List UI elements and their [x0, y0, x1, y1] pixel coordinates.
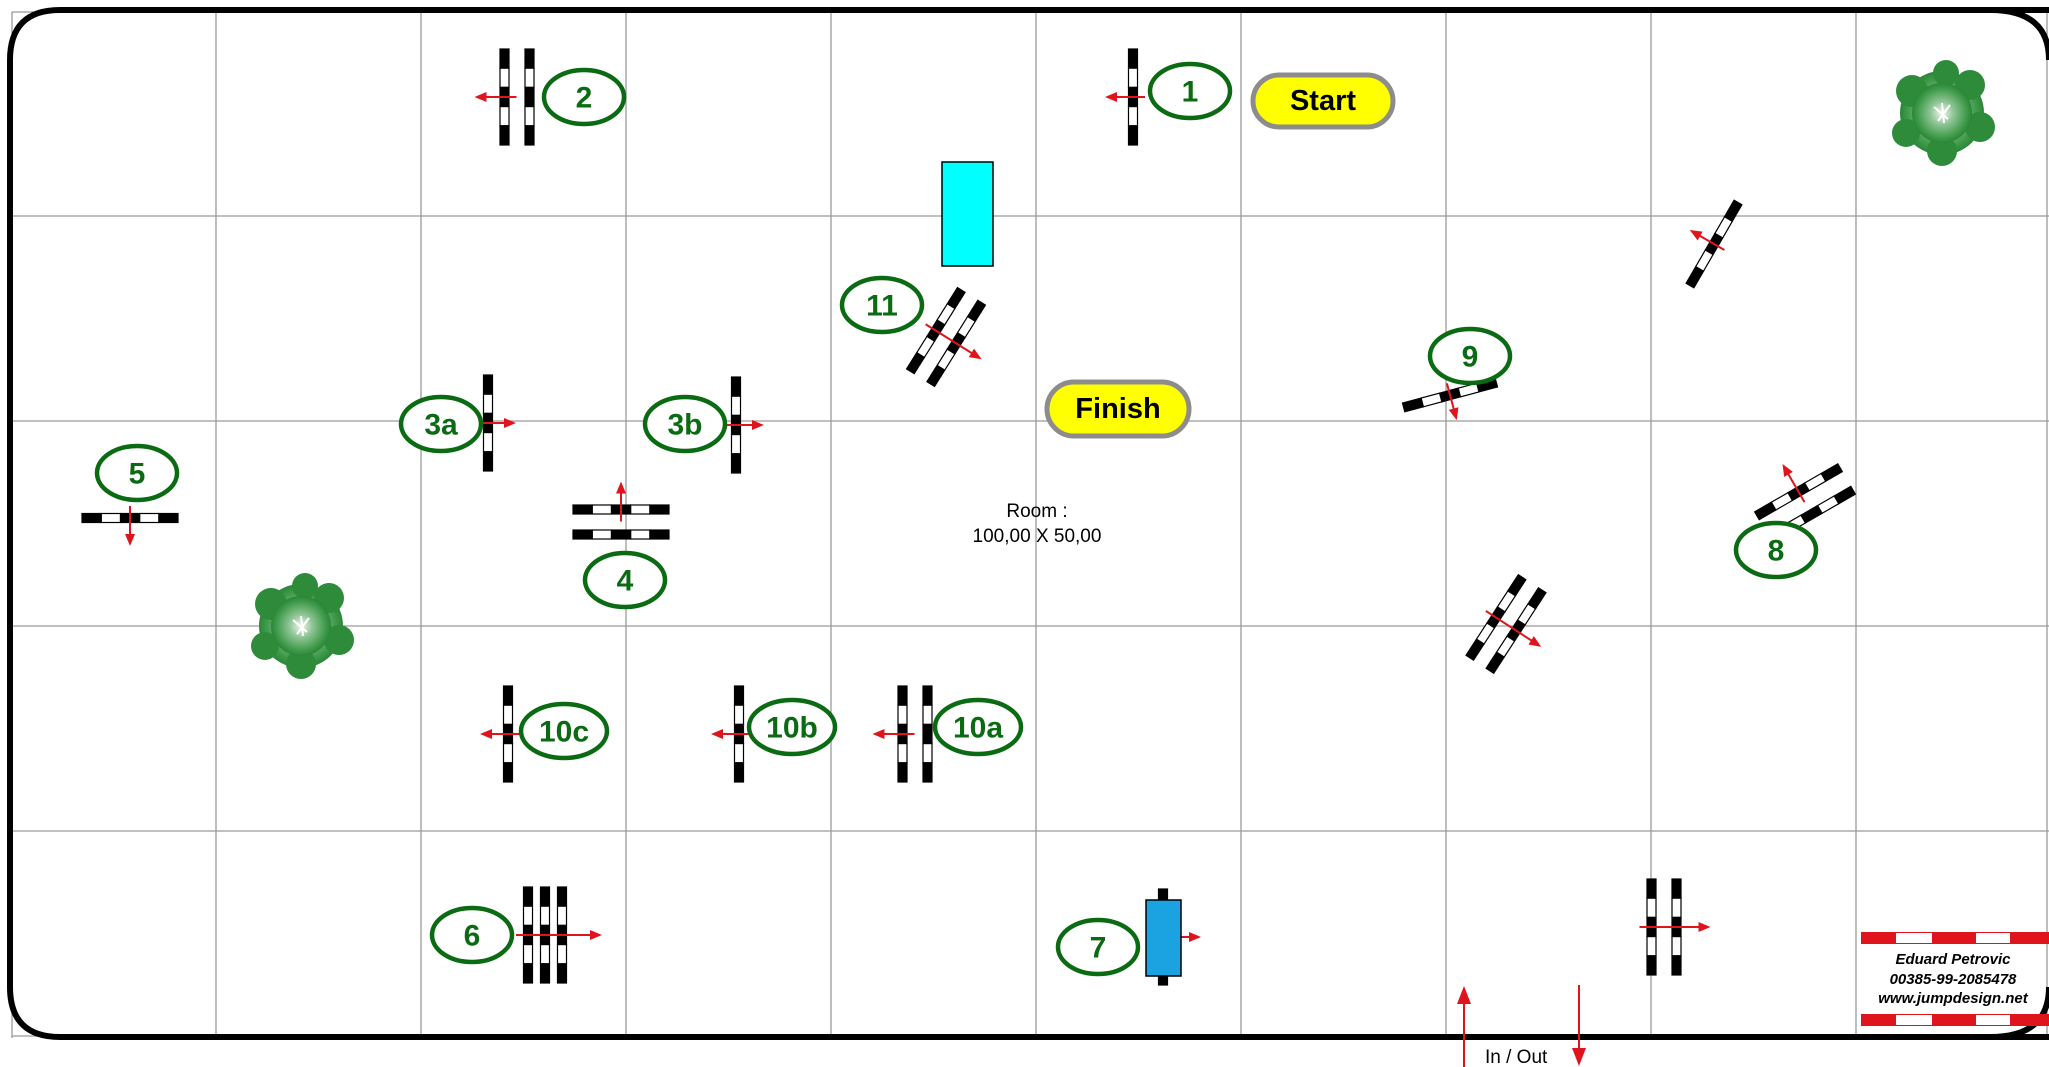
fence-9 — [1401, 377, 1499, 421]
obstacle-number: 8 — [1768, 535, 1785, 568]
fences-layer — [81, 48, 1857, 986]
obstacle-number: 10c — [539, 716, 589, 749]
out-arrow-down — [1572, 985, 1586, 1066]
obstacle-number: 6 — [464, 920, 481, 953]
obstacle-number: 1 — [1182, 76, 1199, 109]
obstacle-marker: 7 — [1055, 917, 1141, 977]
arena-border-corner — [1989, 7, 2049, 61]
credit-box: Eduard Petrovic 00385-99-2085478 www.jum… — [1861, 932, 2049, 1026]
room-size: 100,00 X 50,00 — [973, 526, 1102, 547]
obstacle-number: 7 — [1090, 932, 1107, 965]
obstacle-number: 2 — [576, 82, 593, 115]
obstacle-marker: 10a — [932, 697, 1024, 757]
obstacle-number: 3b — [667, 409, 702, 442]
obstacle-number: 9 — [1462, 341, 1479, 374]
obstacle-marker: 9 — [1427, 326, 1513, 386]
start-label-text: Start — [1290, 85, 1356, 117]
obstacle-number: 10b — [766, 712, 818, 745]
fence-10b — [711, 685, 751, 783]
obstacle-marker: 11 — [839, 275, 925, 335]
start-label: Start — [1250, 72, 1396, 130]
fence-4 — [572, 481, 670, 540]
arena-grid — [11, 11, 2049, 1038]
in-arrow-up — [1457, 986, 1471, 1067]
obstacle-marker: 3a — [398, 394, 484, 454]
obstacle-marker: 6 — [429, 905, 515, 965]
obstacle-marker: 1 — [1147, 61, 1233, 121]
tree-top-right — [1892, 60, 1995, 166]
fence-10c — [480, 685, 520, 783]
fence-1 — [1105, 48, 1145, 146]
obstacle-marker: 8 — [1733, 520, 1819, 580]
obstacle-marker: 3b — [642, 394, 728, 454]
obstacle-number: 4 — [617, 565, 634, 598]
fence-bottom-right — [1639, 878, 1711, 976]
obstacle-number: 3a — [424, 409, 458, 442]
fence-2 — [474, 48, 535, 146]
obstacle-marker: 10c — [518, 701, 610, 761]
obstacle-number: 5 — [129, 458, 146, 491]
obstacle-number: 11 — [866, 290, 898, 323]
credit-name: Eduard Petrovic — [1895, 951, 2011, 968]
fence-diag-center — [1465, 573, 1547, 675]
fence-diag-right — [1685, 199, 1743, 289]
credit-phone: 00385-99-2085478 — [1890, 971, 2017, 988]
arena-border — [7, 7, 2049, 1040]
fence-6 — [516, 886, 602, 984]
fence-10a — [872, 685, 933, 783]
fence-11 — [905, 286, 987, 388]
finish-label: Finish — [1044, 379, 1192, 439]
fence-3b — [724, 376, 764, 474]
obstacle-marker: 4 — [582, 550, 668, 610]
obstacle-marker: 5 — [94, 443, 180, 503]
obstacle-numbers: 1 2 3a 3b 4 5 6 7 8 9 10a 10b 10c 11 — [94, 61, 1819, 977]
finish-label-text: Finish — [1075, 393, 1160, 425]
in-out-label: In / Out — [1485, 1047, 1548, 1067]
obstacle-number: 10a — [953, 712, 1003, 745]
credit-website: www.jumpdesign.net — [1878, 990, 2028, 1007]
obstacle-marker: 2 — [541, 67, 627, 127]
tree-left — [251, 573, 354, 679]
obstacle-marker: 10b — [746, 697, 838, 757]
fence-5 — [81, 506, 179, 546]
water-tray-blue — [1145, 899, 1182, 977]
room-label: Room : — [1006, 501, 1067, 522]
water-tray-cyan — [941, 161, 994, 267]
